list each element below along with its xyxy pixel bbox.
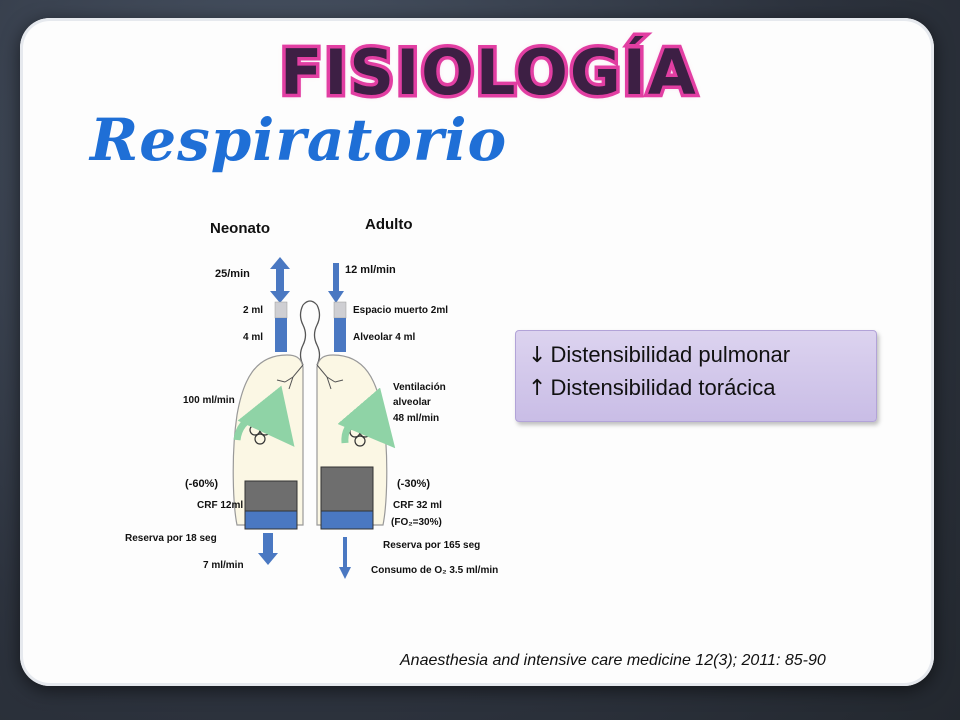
neonato-consumption: 7 ml/min — [203, 560, 244, 571]
respiratory-diagram: Neonato Adulto 25/min 12 ml/min 2 ml 4 m… — [125, 216, 498, 579]
info-line-thoracic: ↑Distensibilidad torácica — [528, 372, 864, 405]
header-adulto: Adulto — [365, 216, 412, 233]
neonato-dead-space: 2 ml — [243, 305, 263, 316]
bronchi — [276, 364, 344, 390]
info-pulmonary-text: Distensibilidad pulmonar — [550, 342, 791, 367]
info-line-pulmonary: ↓Distensibilidad pulmonar — [528, 339, 864, 372]
neonato-ventilation: 100 ml/min — [183, 395, 235, 406]
adulto-crf-change: (-30%) — [397, 478, 430, 490]
adulto-ventilation-l2: alveolar — [393, 397, 431, 408]
adulto-dead-space: Espacio muerto 2ml — [353, 305, 448, 316]
adulto-ventilation-l1: Ventilación — [393, 382, 446, 393]
adulto-volume: 12 ml/min — [345, 264, 396, 276]
adulto-alveolar: Alveolar 4 ml — [353, 332, 415, 343]
slide-subtitle: Respiratorio — [90, 106, 508, 174]
neonato-rate: 25/min — [215, 268, 250, 280]
neonato-consumption-arrow — [258, 533, 278, 565]
neonato-crf-change: (-60%) — [185, 478, 218, 490]
neonato-alveolar: 4 ml — [243, 332, 263, 343]
neonato-volume-tube — [274, 301, 288, 352]
adulto-crf: CRF 32 ml — [393, 500, 442, 511]
slide-title: FISIOLOGÍA — [277, 33, 700, 113]
adulto-consumption: Consumo de O₂ 3.5 ml/min — [371, 565, 498, 576]
neonato-reserve: Reserva por 18 seg — [125, 533, 217, 544]
compliance-infobox: ↓Distensibilidad pulmonar ↑Distensibilid… — [515, 330, 877, 422]
arrow-up-icon: ↑ — [528, 376, 547, 401]
arrow-down-icon: ↓ — [528, 343, 547, 368]
adulto-fo2: (FO₂=30%) — [391, 517, 442, 528]
header-neonato: Neonato — [210, 220, 270, 237]
adulto-volume-arrow — [328, 263, 344, 303]
citation: Anaesthesia and intensive care medicine … — [400, 652, 826, 669]
adulto-crf-box — [320, 466, 374, 530]
neonato-rate-arrow — [270, 257, 290, 303]
adulto-ventilation-arrow — [337, 387, 396, 449]
trachea — [299, 304, 321, 366]
neonato-crf-box — [244, 480, 298, 530]
neonato-crf: CRF 12ml — [197, 500, 243, 511]
adulto-reserve: Reserva por 165 seg — [383, 540, 480, 551]
adulto-volume-tube — [333, 301, 347, 352]
info-thoracic-text: Distensibilidad torácica — [550, 375, 776, 400]
adulto-ventilation-l3: 48 ml/min — [393, 413, 439, 424]
adulto-consumption-arrow — [339, 537, 351, 579]
neonato-ventilation-arrow — [233, 385, 295, 447]
